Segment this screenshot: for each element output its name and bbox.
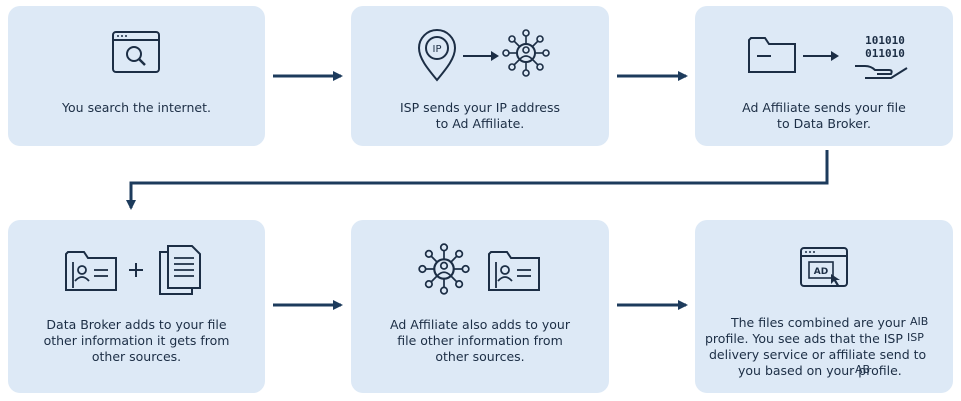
step-1-caption: You search the internet. [62, 100, 211, 115]
folder-file-icon [748, 37, 796, 73]
network-person-icon [418, 243, 470, 295]
browser-search-icon [112, 31, 160, 73]
ip-location-pin-icon: IP [417, 29, 457, 82]
plus-icon [129, 263, 143, 277]
step-2-card: IP ISP sends your IP address to Ad Affil… [351, 6, 609, 146]
binary-top-text: 101010 [865, 34, 905, 47]
step-2-caption: ISP sends your IP address to Ad Affiliat… [399, 100, 561, 131]
overlay-text-1: AIB [910, 315, 929, 328]
documents-icon [159, 245, 201, 295]
ad-browser-icon: AD [800, 247, 848, 287]
step-6-caption-line-1: The files combined are your [731, 315, 906, 330]
step-6-caption-line-4: you based on your profile. [738, 363, 902, 378]
step-3-card: 101010 011010 Ad Affiliate sends your fi… [695, 6, 953, 146]
step-6-caption-line-2: profile. You see ads that the ISP [705, 331, 903, 346]
arrow-step3-to-step4 [126, 150, 829, 210]
arrow-right-icon [463, 51, 499, 61]
ad-label: AD [814, 267, 828, 277]
step-4-card: Data Broker adds to your file other info… [8, 220, 265, 393]
step-6-caption-line-3: delivery service or affiliate send to [709, 347, 927, 362]
step-5-caption: Ad Affiliate also adds to your file othe… [390, 317, 570, 364]
step-5-card: Ad Affiliate also adds to your file othe… [351, 220, 609, 393]
profile-folder-icon [488, 251, 540, 291]
ip-label: IP [433, 44, 442, 55]
binary-data-hand-icon: 101010 011010 [855, 34, 908, 79]
step-1-card: You search the internet. [8, 6, 265, 146]
arrow-right-icon [803, 51, 839, 61]
step-4-caption: Data Broker adds to your file other info… [43, 317, 230, 364]
binary-bottom-text: 011010 [865, 47, 905, 60]
network-person-icon [502, 29, 550, 77]
overlay-text-3: AB [855, 363, 871, 376]
profile-folder-icon [65, 251, 117, 291]
step-6-card: AD The files combined are your profile. … [695, 220, 953, 393]
step-3-caption: Ad Affiliate sends your file to Data Bro… [742, 100, 906, 131]
overlay-text-2: ISP [907, 331, 924, 344]
